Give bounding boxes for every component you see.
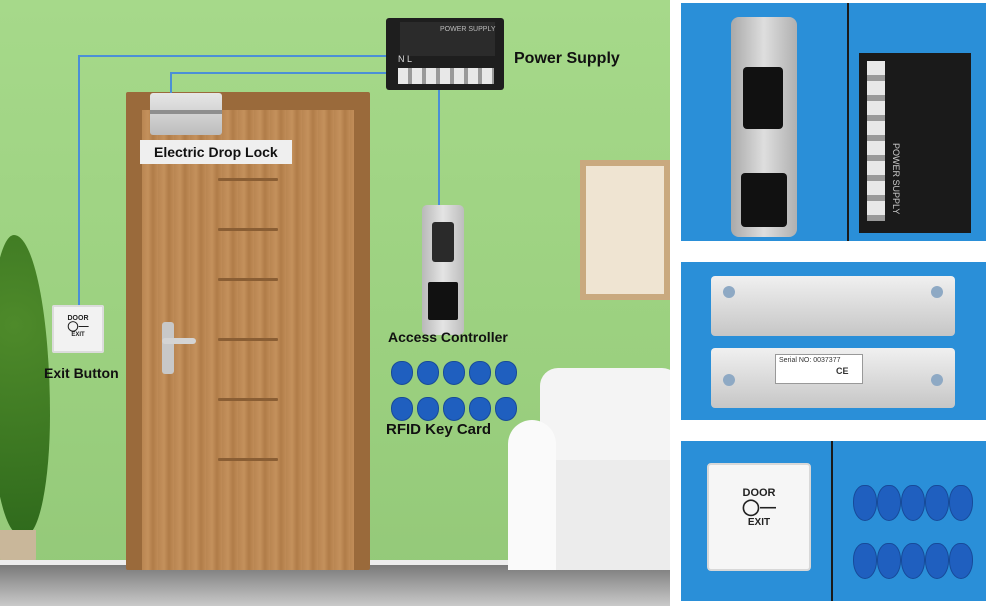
rfid-tag-icon	[443, 361, 465, 385]
rfid-tag-icon	[417, 397, 439, 421]
rfid-tag-icon	[949, 543, 973, 579]
installation-scene: POWER SUPPLY N L DOOR ◯— EXIT Power Supp…	[0, 0, 670, 606]
door-handle-plate	[162, 322, 174, 374]
rfid-tag-icon	[391, 361, 413, 385]
label-electric-drop-lock: Electric Drop Lock	[140, 140, 292, 164]
rfid-tag-icon	[925, 485, 949, 521]
rfid-tag-icon	[469, 361, 491, 385]
power-supply-terminal-marks: N L	[398, 54, 413, 64]
panel-fingerprint-sensor	[743, 67, 783, 129]
door-groove	[218, 278, 278, 281]
sofa-arm	[508, 420, 556, 570]
door-groove	[218, 398, 278, 401]
rfid-tag-icon	[925, 543, 949, 579]
power-supply-terminals	[398, 68, 494, 84]
panel-psu-title: POWER SUPPLY	[891, 143, 901, 215]
power-supply-title: POWER SUPPLY	[440, 26, 496, 33]
label-exit-button: Exit Button	[44, 365, 119, 381]
panel-reader-psu: POWER SUPPLY	[681, 3, 986, 241]
door-handle	[162, 338, 196, 344]
screw-icon	[723, 286, 735, 298]
panel-lock: Serial NO: 0037377 CE	[681, 262, 986, 420]
door-groove	[218, 338, 278, 341]
wire	[170, 72, 172, 96]
rfid-tag-icon	[417, 361, 439, 385]
fingerprint-sensor	[432, 222, 454, 262]
wall-picture-frame	[580, 160, 670, 300]
rfid-tag-icon	[495, 397, 517, 421]
rfid-tag-icon	[901, 485, 925, 521]
sofa-back	[540, 368, 670, 468]
key-icon: ◯—	[742, 499, 776, 516]
key-icon: ◯—	[67, 321, 89, 332]
panel-exit-exit-text: EXIT	[747, 517, 771, 528]
rfid-tag-icon	[391, 397, 413, 421]
power-supply-label	[400, 22, 495, 56]
door-groove	[218, 458, 278, 461]
exit-button-exit-text: EXIT	[71, 332, 85, 338]
label-rfid-key-card: RFID Key Card	[386, 421, 492, 438]
panel-card-pad	[741, 173, 787, 227]
label-power-supply: Power Supply	[514, 50, 620, 67]
door-groove	[218, 228, 278, 231]
door-groove	[218, 178, 278, 181]
panel-divider	[847, 3, 849, 241]
rfid-tag-icon	[853, 543, 877, 579]
rfid-tag-icon	[853, 485, 877, 521]
card-reader-pad	[428, 282, 458, 320]
floor	[0, 565, 670, 606]
sofa-seat	[540, 460, 670, 570]
lock-gap	[150, 110, 222, 114]
panel-exit-door-text: DOOR	[742, 487, 776, 499]
exit-button-door-text: DOOR	[67, 315, 89, 322]
rfid-tag-icon	[877, 485, 901, 521]
label-access-controller: Access Controller	[388, 329, 508, 345]
panel-exit-button: DOOR ◯— EXIT	[707, 463, 811, 571]
rfid-tag-icon	[877, 543, 901, 579]
rfid-tag-icon	[469, 397, 491, 421]
lock-serial-text: Serial NO: 0037377	[779, 357, 841, 364]
rfid-tag-icon	[495, 361, 517, 385]
plant	[0, 235, 50, 535]
rfid-tag-icon	[949, 485, 973, 521]
wire	[170, 72, 388, 74]
panel-divider	[831, 441, 833, 601]
electric-drop-lock	[150, 93, 222, 135]
rfid-tag-icon	[901, 543, 925, 579]
panel-psu-terminals	[867, 61, 885, 221]
screw-icon	[931, 374, 943, 386]
panel-exit-tags: DOOR ◯— EXIT	[681, 441, 986, 601]
wire	[78, 55, 388, 57]
screw-icon	[931, 286, 943, 298]
exit-button-device: DOOR ◯— EXIT	[52, 305, 104, 353]
lock-serial-label: Serial NO: 0037377 CE	[775, 354, 863, 384]
screw-icon	[723, 374, 735, 386]
panel-lock-top	[711, 276, 955, 336]
wire	[438, 88, 440, 206]
rfid-tag-icon	[443, 397, 465, 421]
lock-ce-mark: CE	[836, 366, 849, 376]
wire	[78, 55, 80, 307]
